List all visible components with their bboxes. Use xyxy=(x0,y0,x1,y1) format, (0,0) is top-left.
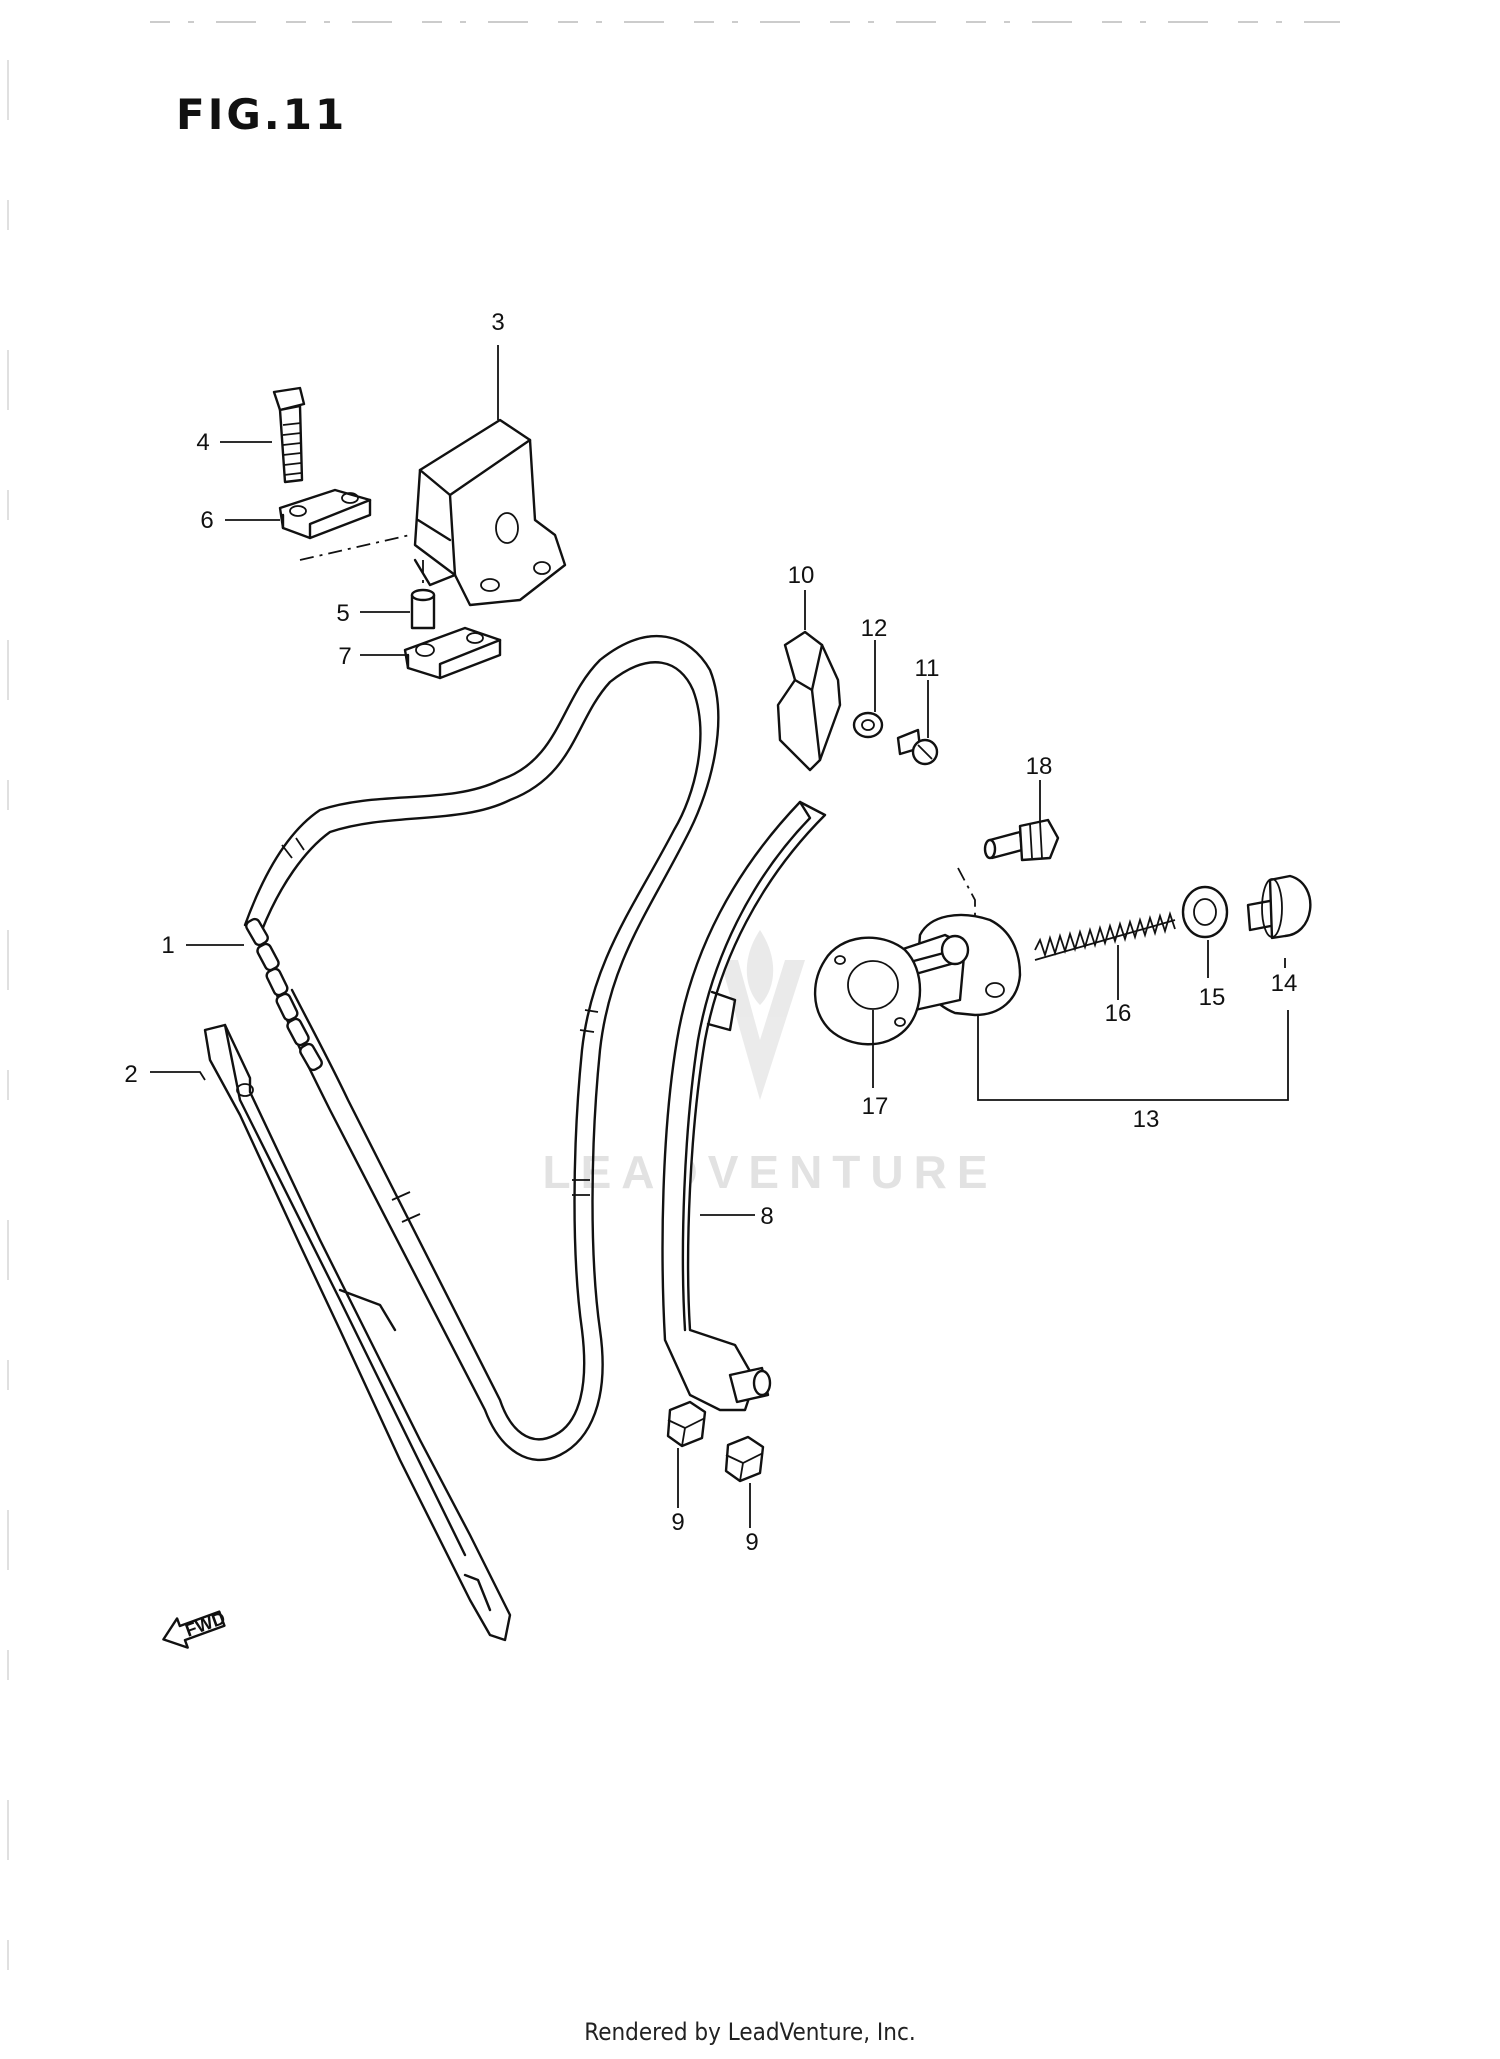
callout-1: 1 xyxy=(161,932,174,959)
callout-18: 18 xyxy=(1026,753,1053,780)
footer-credit: Rendered by LeadVenture, Inc. xyxy=(584,2018,916,2046)
callout-7: 7 xyxy=(338,643,351,670)
rear-tensioner-guide xyxy=(661,800,827,1412)
fwd-label: FWD xyxy=(183,1608,228,1641)
guide-10 xyxy=(776,630,842,772)
callout-13: 13 xyxy=(1133,1106,1160,1133)
screw-11 xyxy=(896,728,939,766)
callout-3: 3 xyxy=(491,309,504,336)
gasket-15 xyxy=(1181,885,1229,939)
cam-chain xyxy=(243,635,720,1462)
bolt-4 xyxy=(272,386,306,484)
watermark-text: LEADVENTURE xyxy=(542,1146,997,1198)
scan-edge-marks xyxy=(7,21,1340,1980)
cushion-9b xyxy=(724,1435,765,1483)
figure-title: FIG.11 xyxy=(176,90,348,139)
plate-7 xyxy=(403,626,502,680)
fwd-arrow-marker: FWD xyxy=(162,1608,228,1649)
bolt-18 xyxy=(957,818,1060,920)
upper-chain-guide xyxy=(413,418,567,607)
spring-16 xyxy=(1034,910,1176,961)
chain-links xyxy=(245,917,323,1072)
callout-14: 14 xyxy=(1271,970,1298,997)
callout-17: 17 xyxy=(862,1093,889,1120)
callout-labels: 3 4 6 5 7 1 2 10 12 11 18 14 15 16 17 13… xyxy=(124,309,1297,1556)
callout-11: 11 xyxy=(915,655,940,682)
dowel-5 xyxy=(410,560,436,630)
callout-6: 6 xyxy=(200,507,213,534)
callout-5: 5 xyxy=(336,600,349,627)
callout-9a: 9 xyxy=(671,1509,684,1536)
watermark: LEADVENTURE xyxy=(542,930,997,1198)
front-chain-guide xyxy=(203,1023,512,1642)
callout-16: 16 xyxy=(1105,1000,1132,1027)
callout-2: 2 xyxy=(124,1061,137,1088)
leader-lines xyxy=(150,345,1289,1528)
callout-8: 8 xyxy=(760,1203,773,1230)
callout-4: 4 xyxy=(196,429,209,456)
plate-6 xyxy=(278,488,411,561)
callout-12: 12 xyxy=(861,615,888,642)
callout-9b: 9 xyxy=(745,1529,758,1556)
gasket-17 xyxy=(813,936,922,1046)
cap-14 xyxy=(1246,874,1312,940)
washer-12 xyxy=(852,711,884,739)
callout-15: 15 xyxy=(1199,984,1226,1011)
cushion-9a xyxy=(666,1400,707,1448)
callout-10: 10 xyxy=(788,562,815,589)
